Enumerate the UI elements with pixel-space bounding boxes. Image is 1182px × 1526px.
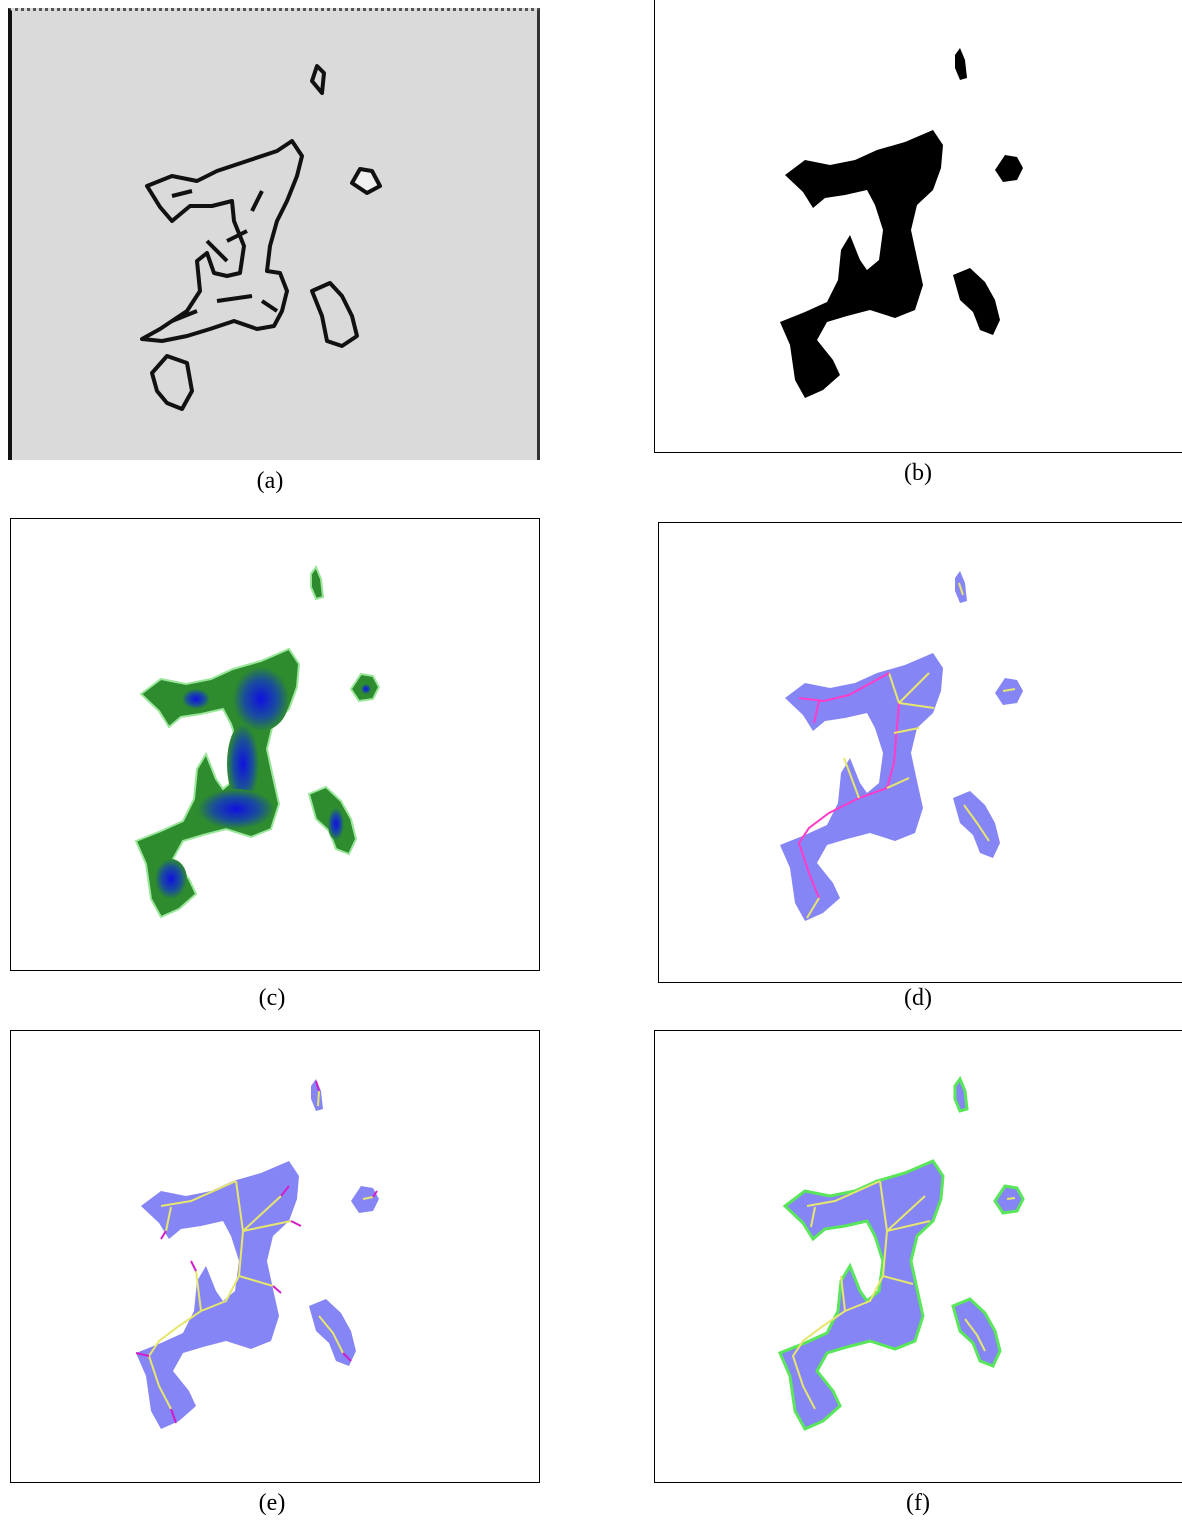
panel-f-pruned-skeleton xyxy=(654,1030,1182,1483)
panel-a-svg xyxy=(140,64,382,411)
skeleton-endpoints xyxy=(135,1080,378,1424)
panel-e-label: (e) xyxy=(258,1490,286,1516)
panel-e-skeleton-endpoints xyxy=(10,1030,540,1483)
panel-c-svg xyxy=(134,564,381,919)
binary-blobs xyxy=(780,48,1023,398)
skeleton-lines xyxy=(797,582,1016,919)
skeleton-lines xyxy=(791,1180,1016,1410)
panel-b-label: (b) xyxy=(904,460,932,486)
panel-f-svg xyxy=(778,1075,1025,1431)
panel-a-grayscale-image xyxy=(8,8,540,460)
region-blobs xyxy=(136,1079,379,1429)
panel-d-svg xyxy=(780,571,1023,921)
panel-d-skeleton-raw xyxy=(658,522,1182,983)
region-blobs xyxy=(778,1075,1025,1431)
panel-c-label: (c) xyxy=(258,985,286,1011)
panel-d-label: (d) xyxy=(904,985,932,1011)
panel-b-binary-image xyxy=(654,0,1182,453)
region-blobs xyxy=(780,571,1023,921)
panel-f-label: (f) xyxy=(906,1490,930,1516)
distance-cores xyxy=(155,667,371,899)
panel-a-label: (a) xyxy=(256,468,284,494)
panel-c-distance-map xyxy=(10,518,540,971)
skeleton-lines xyxy=(147,1090,374,1410)
gray-particles xyxy=(140,64,382,411)
panel-b-svg xyxy=(780,48,1023,398)
panel-e-svg xyxy=(135,1079,379,1429)
